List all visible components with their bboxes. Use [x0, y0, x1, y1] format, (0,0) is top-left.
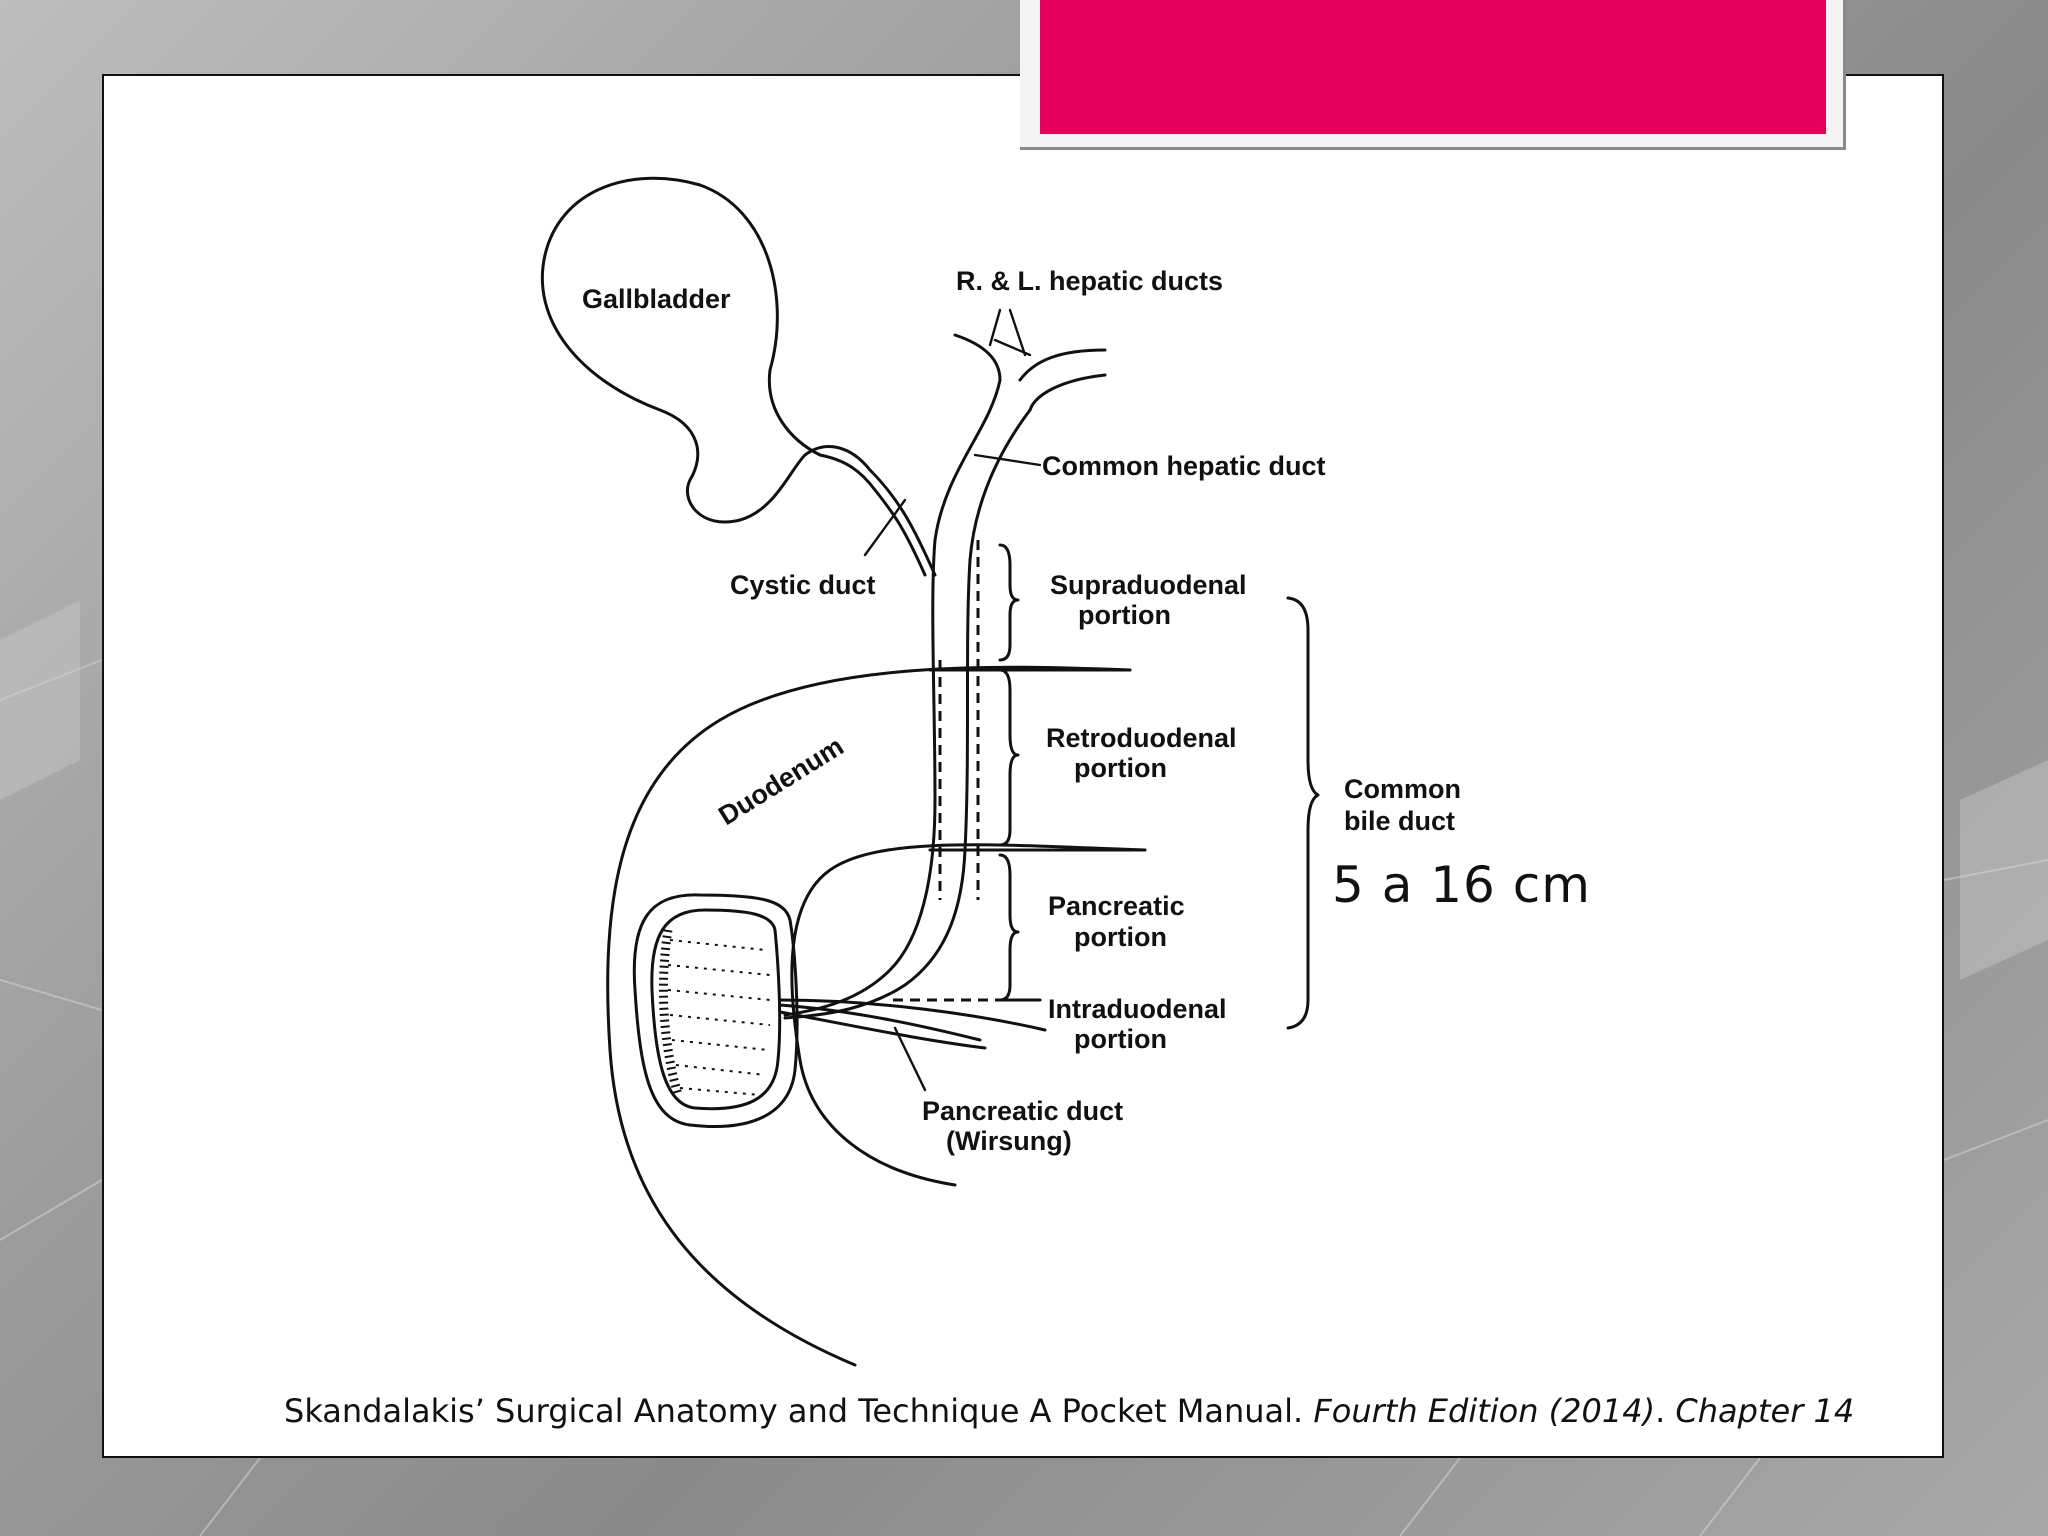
label-gallbladder: Gallbladder — [582, 284, 731, 314]
label-intraduodenal: Intraduodenal — [1048, 994, 1227, 1024]
papilla-inner — [650, 908, 782, 1111]
label-pancreatic-portion: portion — [1074, 922, 1167, 952]
citation-chapter: Chapter 14 — [1675, 1392, 1855, 1430]
pancreatic-duct — [778, 1003, 982, 1042]
left-hepatic-duct-lower — [1028, 373, 1107, 412]
label-pancreatic-duct: Pancreatic duct — [922, 1096, 1123, 1126]
brace-common-bile-duct — [1286, 596, 1320, 1030]
title-tab — [1040, 0, 1826, 134]
label-common-hepatic-duct: Common hepatic duct — [1042, 451, 1326, 481]
label-intraduodenal-portion: portion — [1074, 1024, 1167, 1054]
label-supraduodenal: Supraduodenal — [1050, 570, 1247, 600]
right-hepatic-duct — [953, 333, 1002, 382]
label-retroduodenal-portion: portion — [1074, 753, 1167, 783]
slide-content-frame — [102, 74, 1944, 1458]
citation: Skandalakis’ Surgical Anatomy and Techni… — [284, 1392, 1854, 1430]
duct-length-annotation: 5 a 16 cm — [1332, 856, 1591, 914]
label-pancreatic: Pancreatic — [1048, 891, 1185, 921]
brace-supraduodenal — [998, 543, 1020, 662]
duodenum-outer — [606, 665, 1132, 1367]
cystic-duct-pointer — [863, 498, 907, 557]
citation-main: Skandalakis’ Surgical Anatomy and Techni… — [284, 1392, 1314, 1430]
brace-pancreatic — [998, 853, 1020, 1002]
label-hepatic-ducts: R. & L. hepatic ducts — [956, 266, 1223, 296]
cystic-duct — [868, 468, 937, 577]
label-wirsung: (Wirsung) — [946, 1126, 1072, 1156]
papilla-outer — [632, 893, 799, 1129]
brace-retroduodenal — [998, 668, 1020, 847]
citation-separator: . — [1655, 1392, 1676, 1430]
label-duodenum: Duodenum — [713, 731, 848, 831]
label-supraduodenal-portion: portion — [1078, 600, 1171, 630]
label-common: Common — [1344, 774, 1461, 804]
citation-edition: Fourth Edition (2014) — [1313, 1392, 1656, 1430]
label-retroduodenal: Retroduodenal — [1046, 723, 1237, 753]
label-cystic-duct: Cystic duct — [730, 570, 876, 600]
duodenum-inner — [790, 843, 1147, 1187]
gallbladder-outline — [540, 176, 872, 524]
left-hepatic-duct — [1018, 348, 1107, 382]
label-bile-duct: bile duct — [1344, 806, 1455, 836]
gallbladder-inner-neck — [767, 368, 877, 492]
common-duct-right-wall — [783, 408, 1032, 1020]
common-duct-left-wall — [783, 378, 1002, 1017]
